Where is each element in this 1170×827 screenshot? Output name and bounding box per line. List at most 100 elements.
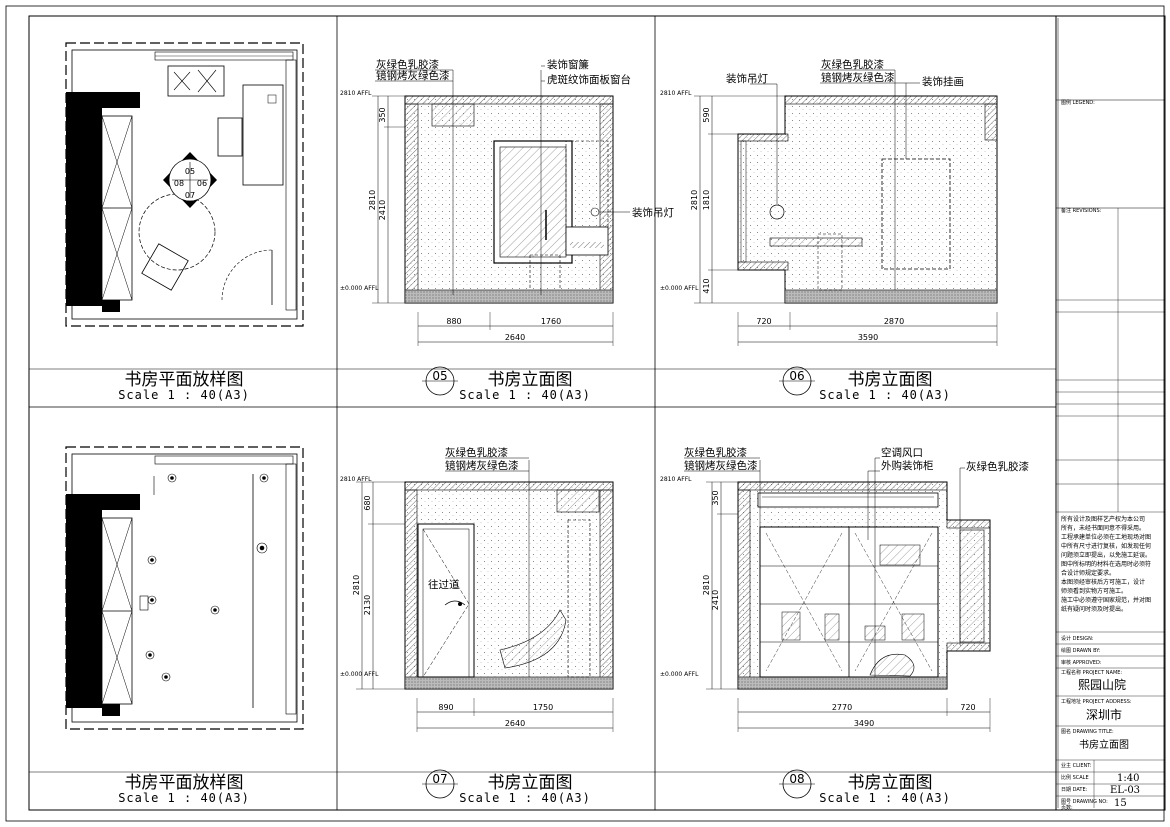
tb-page-label: 页数:	[1061, 804, 1073, 811]
e06-scale: Scale 1 : 40(A3)	[819, 388, 951, 402]
e06-level-floor: ±0.000 AFFL	[660, 285, 699, 292]
e07-label-3: 往过道	[428, 578, 460, 591]
tb-note-1: 所有设计及图样艺产权为本公司	[1061, 515, 1145, 523]
e08-vdim-3: 2410	[711, 590, 720, 610]
e06-hdim-2: 2870	[884, 317, 904, 326]
e05-hdim-3: 2640	[505, 333, 525, 342]
e08-label-1: 灰绿色乳胶漆	[684, 446, 747, 459]
e05-title: 书房立面图	[488, 370, 573, 390]
tb-address: 深圳市	[1086, 707, 1122, 722]
tb-scale: 1:40	[1117, 773, 1139, 784]
e08-vdim-2: 2810	[702, 575, 711, 595]
e05-label-4: 虎斑纹饰面板窗台	[547, 73, 631, 86]
tag-05: 05	[185, 167, 195, 176]
tag-06: 06	[197, 179, 207, 188]
e08-label-2: 镜钢烤灰绿色漆	[684, 459, 758, 472]
e07-level-floor: ±0.000 AFFL	[340, 671, 379, 678]
e05-number: 05	[432, 369, 447, 383]
tb-checked-label: 审核 APPROVED:	[1061, 659, 1102, 666]
e06-hdim-3: 3590	[858, 333, 878, 342]
plan-top: 05 08 06 07	[65, 42, 304, 327]
tb-client-label: 业主 CLIENT:	[1061, 762, 1092, 769]
tag-08: 08	[174, 179, 184, 188]
e08-label-5: 灰绿色乳胶漆	[966, 460, 1029, 473]
e07-vdim-2: 2810	[352, 575, 361, 595]
tb-drawing-label: 图名 DRAWING TITLE:	[1061, 728, 1114, 735]
e08-level-top: 2810 AFFL	[660, 476, 692, 483]
e07-label-2: 镜钢烤灰绿色漆	[445, 459, 519, 472]
tb-scale-label: 比例 SCALE	[1061, 774, 1089, 781]
tb-note-7: 合设计师规定要求。	[1061, 569, 1115, 577]
e07-label-1: 灰绿色乳胶漆	[445, 446, 508, 459]
plan-bottom-scale: Scale 1 : 40(A3)	[118, 791, 250, 805]
e06-vdim-1: 590	[702, 107, 711, 122]
e07-level-top: 2810 AFFL	[340, 476, 372, 483]
e06-vdim-4: 410	[702, 278, 711, 293]
elevation-08	[684, 457, 991, 732]
tb-note-10: 施工中必须遵守国家规范，并对图	[1061, 596, 1151, 604]
elevation-07	[356, 457, 614, 732]
e06-level-top: 2810 AFFL	[660, 90, 692, 97]
e05-scale: Scale 1 : 40(A3)	[459, 388, 591, 402]
e05-label-3: 装饰窗簾	[547, 58, 589, 71]
tb-note-8: 本图须经审核后方可施工，设计	[1061, 578, 1145, 586]
e05-hdim-1: 880	[446, 317, 461, 326]
e06-vdim-3: 1810	[702, 190, 711, 210]
e08-label-3: 空调风口	[881, 446, 923, 459]
e06-label-1: 灰绿色乳胶漆	[821, 58, 884, 71]
e07-scale: Scale 1 : 40(A3)	[459, 791, 591, 805]
e08-label-4: 外购装饰柜	[881, 459, 934, 472]
e06-label-4: 装饰吊灯	[726, 72, 768, 85]
e05-hdim-2: 1760	[541, 317, 561, 326]
e07-hdim-3: 2640	[505, 719, 525, 728]
tb-address-label: 工程地址 PROJECT ADDRESS:	[1061, 698, 1132, 705]
e06-hdim-1: 720	[756, 317, 771, 326]
e08-hdim-2: 720	[960, 703, 975, 712]
plan-bottom	[65, 446, 304, 730]
e06-title: 书房立面图	[848, 370, 933, 390]
e08-vdim-1: 350	[711, 490, 720, 505]
tb-project-name: 熙园山院	[1078, 678, 1126, 692]
e06-vdim-2: 2810	[690, 190, 699, 210]
e08-title: 书房立面图	[848, 773, 933, 793]
tb-note-3: 工程承建单位必须在工地现场对图	[1061, 533, 1151, 541]
e07-vdim-1: 680	[363, 495, 372, 510]
tb-drawing-title: 书房立面图	[1079, 738, 1129, 751]
tb-note-2: 所有，未经书面同意不得采用。	[1061, 524, 1145, 532]
e07-number: 07	[432, 772, 447, 786]
e07-vdim-3: 2130	[363, 595, 372, 615]
e05-label-5: 装饰吊灯	[632, 206, 674, 219]
tb-design-label: 设计 DESIGN:	[1061, 635, 1094, 642]
tb-note-6: 图中所标明的材料在选用时必须符	[1061, 560, 1151, 568]
tb-revision-label: 备注 REVISIONS:	[1061, 207, 1102, 214]
tb-project-label: 工程名称 PROJECT NAME:	[1061, 669, 1122, 676]
e06-label-3: 装饰挂画	[922, 75, 964, 88]
e05-vdim-2: 2810	[368, 190, 377, 210]
tb-drawing-no: EL-03	[1110, 785, 1140, 796]
tb-note-9: 师须看到实物方可施工。	[1061, 587, 1127, 595]
tag-07: 07	[185, 191, 195, 200]
e07-hdim-2: 1750	[533, 703, 553, 712]
tb-note-11: 纸有疑问时须及时提出。	[1061, 605, 1127, 613]
e07-hdim-1: 890	[438, 703, 453, 712]
elevation-05	[372, 65, 630, 346]
e05-level-top: 2810 AFFL	[340, 90, 372, 97]
e05-vdim-3: 2410	[378, 200, 387, 220]
plan-top-title: 书房平面放样图	[125, 370, 244, 390]
tb-note-4: 中所有尺寸进行复核，如发现任何	[1061, 542, 1151, 550]
e06-label-2: 镜钢烤灰绿色漆	[821, 71, 895, 84]
tb-drawn-label: 绘图 DRAWN BY:	[1061, 647, 1101, 654]
tb-drawing-no-label: 图号 DRAWING NO:	[1061, 799, 1108, 805]
e08-number: 08	[789, 772, 804, 786]
plan-top-scale: Scale 1 : 40(A3)	[118, 388, 250, 402]
title-block	[1055, 15, 1166, 811]
tb-legend-label: 图例 LEGEND:	[1061, 99, 1095, 106]
tb-note-5: 问题须立即提出，以免施工延误。	[1061, 551, 1151, 559]
e08-level-floor: ±0.000 AFFL	[660, 671, 699, 678]
e08-hdim-3: 3490	[854, 719, 874, 728]
elevation-06	[694, 69, 998, 346]
e05-level-floor: ±0.000 AFFL	[340, 285, 379, 292]
e06-number: 06	[789, 369, 804, 383]
plan-bottom-title: 书房平面放样图	[125, 773, 244, 793]
